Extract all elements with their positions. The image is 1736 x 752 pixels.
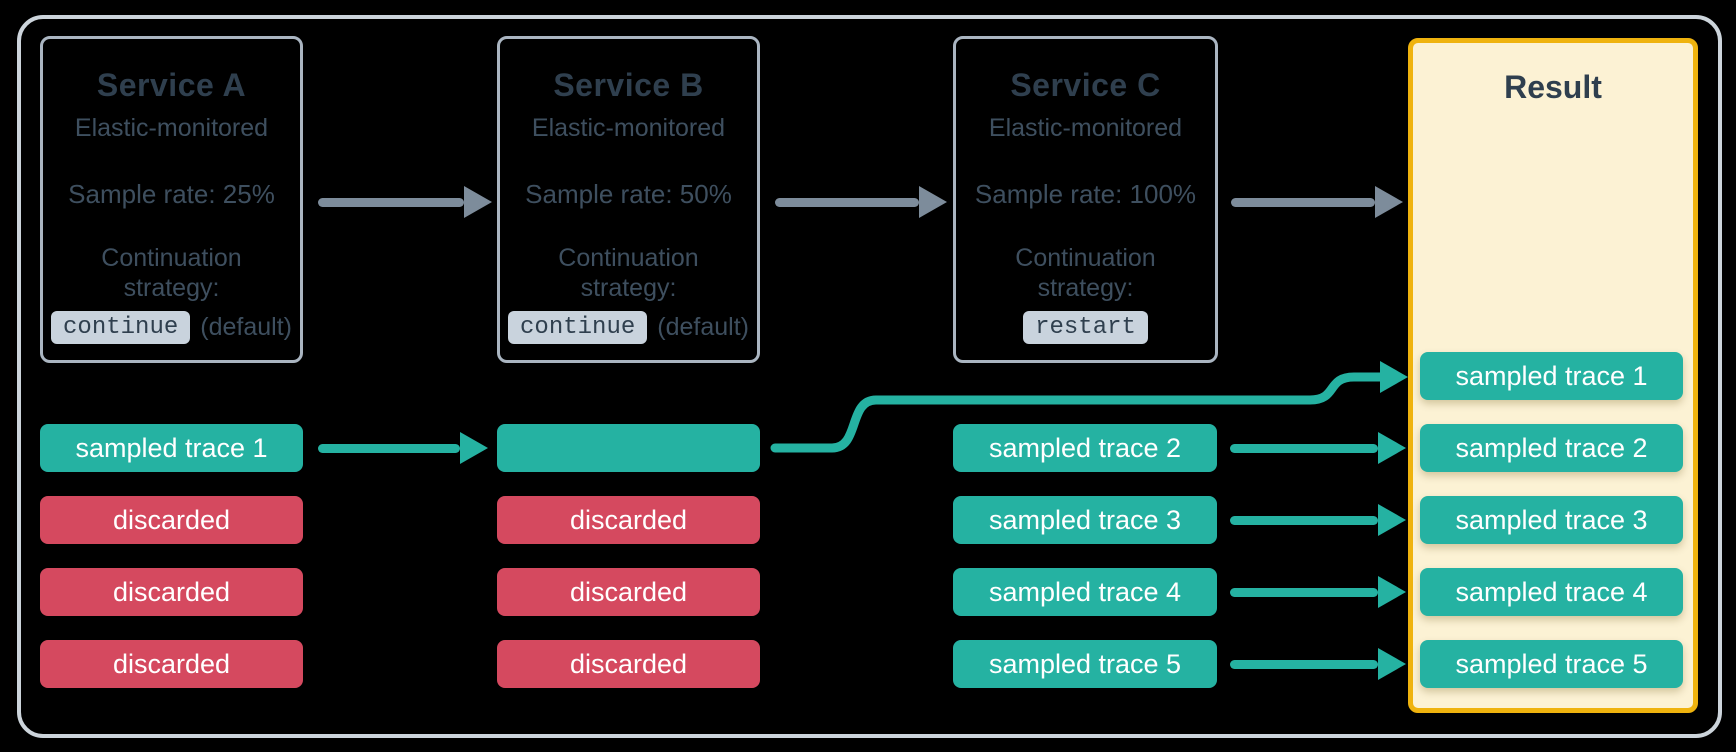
trace-chip-c-sampled-3: sampled trace 3 [953,496,1217,544]
arrow-shaft [1230,587,1378,597]
arrow-trace2-c-to-result [1230,432,1406,464]
service-b-box: Service B Elastic-monitored Sample rate:… [497,36,760,363]
service-a-box: Service A Elastic-monitored Sample rate:… [40,36,303,363]
arrow-head-icon [919,186,947,218]
result-chip-sampled-4: sampled trace 4 [1420,568,1683,616]
trace-chip-a-discarded-1: discarded [40,496,303,544]
service-c-strategy-value: restart [956,311,1215,344]
service-c-sample-rate: Sample rate: 100% [974,179,1197,209]
service-b-strategy-value: continue (default) [500,311,757,344]
service-c-title: Service C [1010,67,1161,103]
arrow-shaft [1230,515,1378,525]
service-b-title: Service B [553,67,704,103]
result-chip-sampled-2: sampled trace 2 [1420,424,1683,472]
trace-chip-a-discarded-2: discarded [40,568,303,616]
arrow-head-icon [1375,186,1403,218]
service-c-strategy-label: Continuation strategy: [1015,244,1156,302]
trace-chip-c-sampled-2: sampled trace 2 [953,424,1217,472]
service-b-sample-rate: Sample rate: 50% [525,179,732,209]
arrow-trace3-c-to-result [1230,504,1406,536]
service-a-strategy-code: continue [51,311,191,344]
arrow-service-b-to-c [775,186,947,218]
trace-chip-b-discarded-2: discarded [497,568,760,616]
arrow-head-icon [464,186,492,218]
trace-chip-a-sampled-1: sampled trace 1 [40,424,303,472]
result-chip-sampled-1: sampled trace 1 [1420,352,1683,400]
result-chip-sampled-3: sampled trace 3 [1420,496,1683,544]
arrow-trace1-a-to-b [318,432,488,464]
service-a-strategy-note: (default) [200,313,292,341]
arrow-trace5-c-to-result [1230,648,1406,680]
arrow-service-c-to-result [1231,186,1403,218]
service-b-strategy-label: Continuation strategy: [558,244,699,302]
arrow-trace4-c-to-result [1230,576,1406,608]
arrow-service-a-to-b [318,186,492,218]
trace-chip-a-discarded-3: discarded [40,640,303,688]
arrow-shaft [775,197,919,207]
arrow-shaft [1231,197,1375,207]
trace-chip-c-sampled-4: sampled trace 4 [953,568,1217,616]
arrow-head-icon [1378,576,1406,608]
arrow-head-icon [1378,432,1406,464]
result-title: Result [1504,69,1602,105]
service-b-strategy-note: (default) [657,313,749,341]
arrow-shaft [1230,443,1378,453]
arrow-head-icon [460,432,488,464]
service-c-strategy-code: restart [1023,311,1148,344]
service-a-subtitle: Elastic-monitored [74,114,269,142]
service-a-title: Service A [96,67,247,103]
service-c-subtitle: Elastic-monitored [988,114,1183,142]
trace-chip-b-sampled-unlabeled [497,424,760,472]
trace-chip-b-discarded-1: discarded [497,496,760,544]
diagram-outer-frame [17,15,1722,738]
arrow-shaft [318,443,460,453]
arrow-head-icon [1378,648,1406,680]
arrow-shaft [318,197,464,207]
service-a-strategy-value: continue (default) [43,311,300,344]
service-a-strategy-label: Continuation strategy: [101,244,242,302]
service-b-strategy-code: continue [508,311,648,344]
trace-chip-b-discarded-3: discarded [497,640,760,688]
trace-chip-c-sampled-5: sampled trace 5 [953,640,1217,688]
result-chip-sampled-5: sampled trace 5 [1420,640,1683,688]
service-b-subtitle: Elastic-monitored [531,114,726,142]
service-c-box: Service C Elastic-monitored Sample rate:… [953,36,1218,363]
arrow-head-icon [1378,504,1406,536]
service-a-sample-rate: Sample rate: 25% [68,179,275,209]
arrow-shaft [1230,659,1378,669]
